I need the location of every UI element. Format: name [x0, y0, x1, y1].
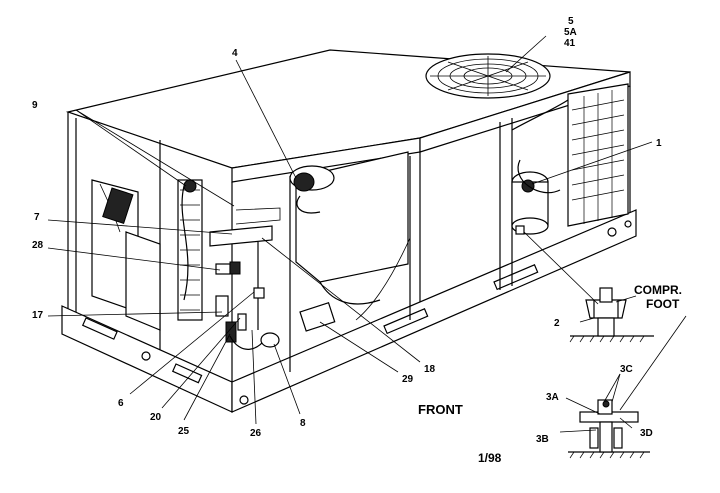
left-compartment — [91, 179, 203, 331]
compressor — [511, 159, 561, 235]
label-20: 20 — [150, 412, 162, 423]
label-front: FRONT — [418, 402, 463, 417]
label-3c: 3C — [620, 364, 633, 375]
label-28: 28 — [32, 240, 44, 251]
label-18: 18 — [424, 364, 436, 375]
blower-section — [209, 151, 411, 350]
compr-foot-detail-2 — [568, 399, 650, 459]
label-7: 7 — [34, 212, 40, 223]
label-8: 8 — [300, 418, 306, 429]
label-5a: 5A — [564, 27, 577, 38]
label-17: 17 — [32, 310, 44, 321]
label-3a: 3A — [546, 392, 559, 403]
label-compr-line2: FOOT — [646, 297, 680, 311]
evaporator-coil — [177, 179, 203, 321]
label-25: 25 — [178, 426, 190, 437]
label-3d: 3D — [640, 428, 653, 439]
label-2: 2 — [554, 318, 560, 329]
label-4: 4 — [232, 48, 238, 59]
label-29: 29 — [402, 374, 414, 385]
callout-labels: 5 5A 41 4 9 1 7 28 17 6 20 25 26 8 29 18… — [32, 16, 682, 465]
label-26: 26 — [250, 428, 262, 439]
condenser-coil — [567, 83, 629, 227]
compr-foot-detail-1 — [569, 287, 654, 343]
label-5: 5 — [568, 16, 574, 27]
label-1: 1 — [656, 138, 662, 149]
condenser-section — [425, 53, 629, 235]
label-3b: 3B — [536, 434, 549, 445]
label-9: 9 — [32, 100, 38, 111]
label-6: 6 — [118, 398, 124, 409]
label-date-code: 1/98 — [478, 451, 502, 465]
label-41: 41 — [564, 38, 576, 49]
condenser-fan-grille — [425, 53, 551, 99]
leader-lines — [47, 35, 687, 433]
label-compr-line1: COMPR. — [634, 283, 682, 297]
